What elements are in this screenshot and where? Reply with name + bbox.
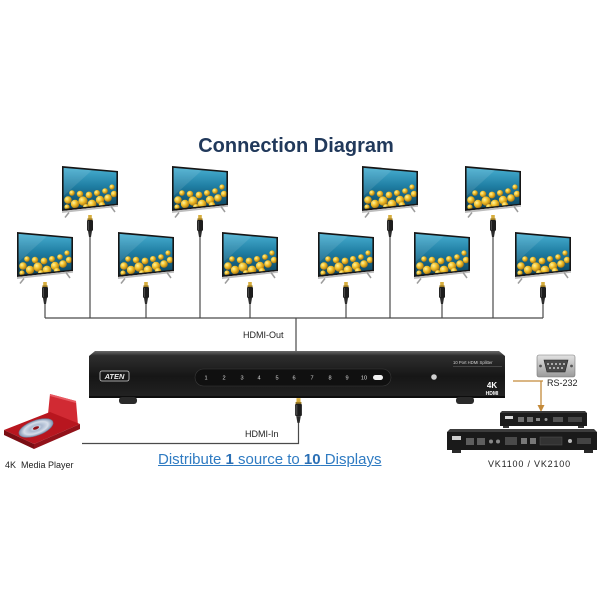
player-lid-highlight	[50, 394, 76, 403]
serial-port-shell	[543, 359, 569, 373]
brand-logo-frame	[99, 370, 130, 382]
serial-pin	[561, 367, 563, 369]
splitter-bottom-edge	[89, 396, 505, 398]
rs232-label: RS-232	[547, 378, 578, 388]
controller-unit-small	[500, 411, 587, 428]
port-number: 7	[310, 376, 313, 382]
hdmi-in-label: HDMI-In	[245, 429, 279, 439]
caption-suffix: Displays	[320, 451, 382, 468]
tv-display-icon	[318, 232, 374, 284]
page-title: Connection Diagram	[198, 135, 394, 157]
tv-display-icon	[465, 166, 521, 218]
hdmi-plug-icon	[343, 282, 349, 304]
tv-display-icon	[62, 166, 118, 218]
port-number: 8	[328, 376, 331, 382]
port-number: 1	[204, 376, 207, 382]
player-front-right	[34, 424, 80, 449]
splitter-model-label: 10 Port HDMI Splitter	[453, 360, 493, 365]
hdmi-plug-icon	[387, 215, 393, 237]
serial-pin	[555, 363, 557, 365]
player-lid	[48, 394, 78, 425]
splitter-foot	[119, 397, 137, 404]
controller-unit-large	[447, 429, 597, 453]
splitter-foot	[456, 397, 474, 404]
badge-4k: 4K	[487, 381, 497, 390]
port-number: 10	[361, 376, 367, 382]
caption-prefix: Distribute	[158, 451, 226, 468]
hdmi-plug-icon	[143, 282, 149, 304]
caption-middle: source to	[233, 451, 304, 468]
hdmi-output-cabling	[44, 237, 544, 445]
hdmi-plug-icon	[87, 215, 93, 237]
hdmi-plug-icon	[490, 215, 496, 237]
port-number: 4	[257, 376, 260, 382]
hdmi-plug-icon	[197, 215, 203, 237]
screw-hole	[539, 364, 542, 368]
tv-display-icon	[222, 232, 278, 284]
status-led	[373, 375, 383, 380]
serial-pin	[557, 367, 559, 369]
caption-source-count: 1	[225, 451, 234, 468]
controller-label: VK1100 / VK2100	[488, 459, 571, 469]
display-array	[17, 166, 571, 284]
port-number: 3	[240, 376, 243, 382]
hdmi-splitter: ATEN 1 2 3 4 5 6 7 8 9 10 10 Port HDMI S…	[89, 351, 505, 404]
hdmi-input-cable	[82, 422, 300, 445]
distribution-caption: Distribute 1 source to 10 Displays	[158, 451, 381, 469]
db9-serial-port-icon	[536, 354, 576, 378]
hdmi-plug-icon	[295, 398, 302, 423]
port-indicator-panel	[194, 368, 392, 387]
serial-pin	[563, 363, 565, 365]
screw-hole	[570, 364, 573, 368]
port-number: 5	[275, 376, 278, 382]
tv-display-icon	[17, 232, 73, 284]
tv-display-icon	[515, 232, 571, 284]
brand-logo: ATEN	[104, 372, 125, 381]
player-front-left	[4, 430, 34, 449]
hdmi-out-label: HDMI-Out	[243, 330, 284, 340]
port-number: 9	[345, 376, 348, 382]
hdmi-plug-icon	[42, 282, 48, 304]
vk-controller-devices	[447, 411, 597, 453]
power-button-icon	[431, 374, 437, 380]
caption-display-count: 10	[303, 451, 321, 468]
hdmi-plug-icon	[247, 282, 253, 304]
tv-display-icon	[414, 232, 470, 284]
tv-display-icon	[362, 166, 418, 218]
port-number: 6	[292, 376, 295, 382]
hdmi-plug-icon	[439, 282, 445, 304]
serial-pin	[551, 363, 553, 365]
media-player-icon	[4, 394, 80, 449]
arrow-down-icon	[537, 405, 545, 412]
disc-hole	[32, 426, 40, 430]
serial-pin	[559, 363, 561, 365]
serial-pin	[549, 367, 551, 369]
badge-hdmi: HDMI	[486, 391, 499, 397]
hdmi-plug-icon	[540, 282, 546, 304]
tv-display-icon	[172, 166, 228, 218]
splitter-top-face	[89, 351, 505, 356]
serial-pin	[553, 367, 555, 369]
port-number: 2	[222, 376, 225, 382]
tv-display-icon	[118, 232, 174, 284]
serial-pin	[547, 363, 549, 365]
hdmi-plugs	[42, 215, 546, 304]
media-player-label: 4K Media Player	[5, 460, 74, 470]
